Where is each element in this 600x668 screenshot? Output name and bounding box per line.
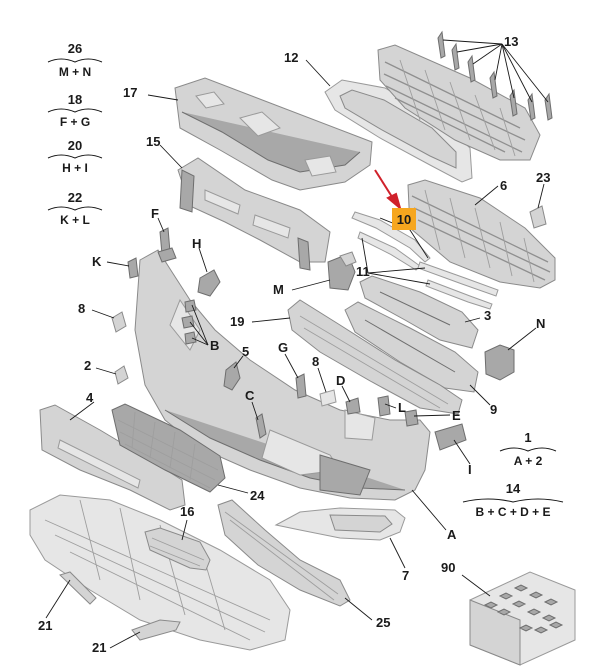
part-21-undertray bbox=[29, 494, 291, 651]
callout-H: H bbox=[192, 236, 201, 251]
callout-19: 19 bbox=[230, 314, 244, 329]
callout-4: 4 bbox=[86, 390, 94, 405]
legend-left-3-bottom: K + L bbox=[60, 213, 90, 227]
legend-right: 1 A + 2 14 B + C + D + E bbox=[462, 430, 564, 519]
part-9-absorber bbox=[344, 301, 479, 393]
legend-left-2-top: 20 bbox=[68, 138, 82, 153]
legend-brace bbox=[47, 58, 103, 63]
callout-23: 23 bbox=[536, 170, 550, 185]
highlight-label: 10 bbox=[397, 212, 411, 227]
legend-left-0-bottom: M + N bbox=[59, 65, 91, 79]
callout-9: 9 bbox=[490, 402, 497, 417]
legend-left-3-top: 22 bbox=[68, 190, 82, 205]
part-3-lower-crossbar bbox=[359, 275, 479, 349]
callout-2: 2 bbox=[84, 358, 91, 373]
callout-8-mid: 8 bbox=[312, 354, 319, 369]
legend-brace bbox=[47, 206, 103, 211]
callout-I: I bbox=[468, 462, 472, 477]
callout-24: 24 bbox=[250, 488, 265, 503]
legend-right-0-top: 1 bbox=[524, 430, 531, 445]
part-17-upper-panel bbox=[174, 77, 373, 191]
callout-B: B bbox=[210, 338, 219, 353]
callout-8-left: 8 bbox=[78, 301, 85, 316]
callout-F: F bbox=[151, 206, 159, 221]
small-fasteners bbox=[111, 227, 467, 451]
part-19-energy-absorber bbox=[287, 299, 463, 415]
callout-labels: 13 12 17 15 6 23 F H K 11 M 8 3 19 N B 5… bbox=[38, 34, 550, 655]
legend-brace bbox=[499, 447, 557, 452]
leader-lines bbox=[45, 39, 549, 649]
callout-5: 5 bbox=[242, 344, 249, 359]
callout-6: 6 bbox=[500, 178, 507, 193]
callout-N: N bbox=[536, 316, 545, 331]
callout-21-left: 21 bbox=[38, 618, 52, 633]
callout-A: A bbox=[447, 527, 457, 542]
highlight-box bbox=[392, 208, 416, 230]
part-90-clip-box bbox=[469, 571, 576, 666]
callout-E: E bbox=[452, 408, 461, 423]
callout-16: 16 bbox=[180, 504, 194, 519]
callout-15: 15 bbox=[146, 134, 160, 149]
part-23-clip bbox=[529, 205, 547, 229]
legend-left: 26 M + N 18 F + G 20 H + I 22 K + L bbox=[47, 41, 103, 227]
part-7-fog-bezel bbox=[274, 507, 406, 541]
callout-7: 7 bbox=[402, 568, 409, 583]
callout-12: 12 bbox=[284, 50, 298, 65]
legend-left-2-bottom: H + I bbox=[62, 161, 88, 175]
callout-K: K bbox=[92, 254, 102, 269]
legend-right-1-bottom: B + C + D + E bbox=[475, 505, 550, 519]
callout-M: M bbox=[273, 282, 284, 297]
part-15-bracket-beam bbox=[177, 157, 331, 271]
legend-right-0-bottom: A + 2 bbox=[514, 454, 543, 468]
part-12-grille-surround bbox=[324, 79, 473, 183]
callout-3: 3 bbox=[484, 308, 491, 323]
legend-right-1-top: 14 bbox=[506, 481, 521, 496]
callout-21-bottom: 21 bbox=[92, 640, 106, 655]
part-6-lower-grille bbox=[407, 179, 556, 289]
legend-left-1-bottom: F + G bbox=[60, 115, 90, 129]
legend-brace bbox=[462, 498, 564, 503]
callout-L: L bbox=[398, 400, 406, 415]
highlight-part-10: 10 bbox=[374, 169, 416, 230]
callout-C: C bbox=[245, 388, 255, 403]
part-16-side-trim bbox=[144, 527, 211, 571]
part-10-11-chrome-trims bbox=[351, 211, 499, 310]
legend-left-1-top: 18 bbox=[68, 92, 82, 107]
part-21-strips bbox=[59, 571, 181, 641]
part-m-bracket bbox=[327, 251, 357, 291]
callout-11: 11 bbox=[356, 264, 370, 279]
part-4-lower-lip bbox=[39, 404, 186, 511]
callout-90: 90 bbox=[441, 560, 455, 575]
callout-D: D bbox=[336, 373, 345, 388]
red-arrow-head-icon bbox=[386, 192, 402, 211]
callout-13: 13 bbox=[504, 34, 518, 49]
part-25-lower-spoiler bbox=[217, 499, 351, 607]
callout-17: 17 bbox=[123, 85, 137, 100]
legend-brace bbox=[47, 154, 103, 159]
callout-G: G bbox=[278, 340, 288, 355]
callout-25: 25 bbox=[376, 615, 390, 630]
part-n-bracket bbox=[484, 344, 515, 381]
legend-brace bbox=[47, 108, 103, 113]
legend-left-0-top: 26 bbox=[68, 41, 82, 56]
red-arrow-icon bbox=[374, 169, 395, 201]
part-24-lower-mesh bbox=[111, 403, 226, 493]
